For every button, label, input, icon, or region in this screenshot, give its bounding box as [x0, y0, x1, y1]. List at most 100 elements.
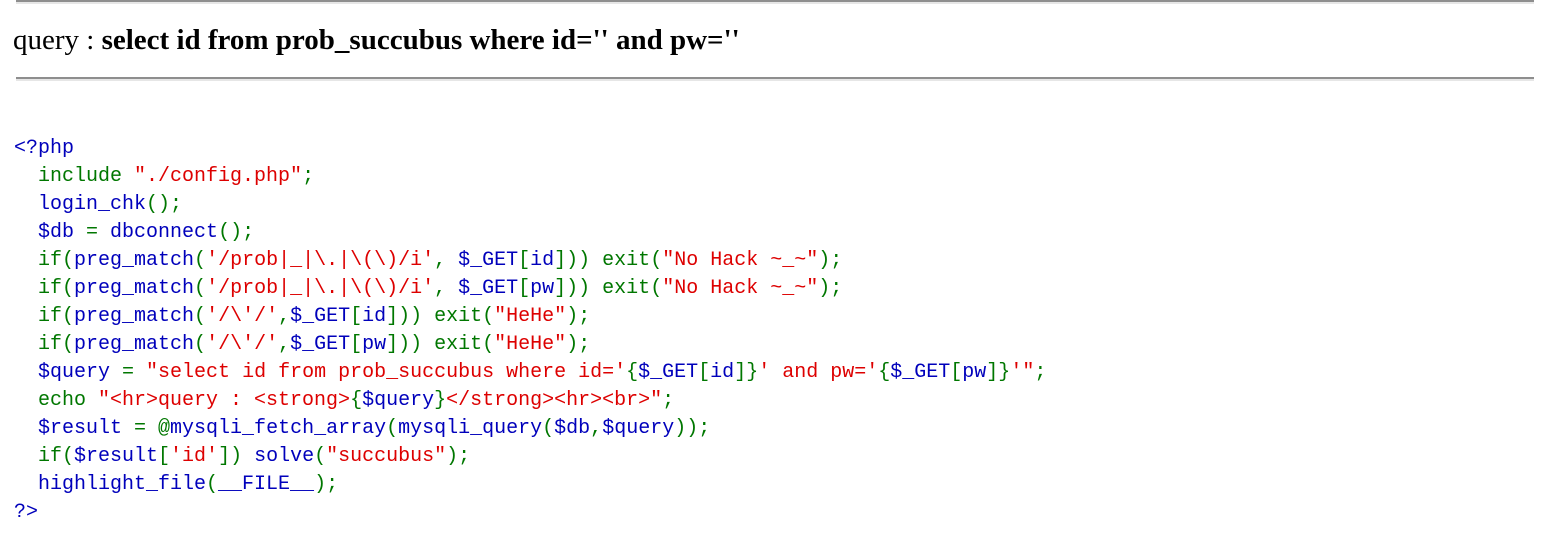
code-token: ( — [194, 249, 207, 272]
code-token: dbconnect — [110, 221, 219, 244]
code-token: ); — [314, 473, 339, 496]
code-token: ); — [566, 305, 591, 328]
query-label: query : — [13, 24, 102, 56]
code-token: include — [14, 165, 135, 188]
code-token: = — [86, 221, 111, 244]
code-token: __FILE__ — [218, 473, 315, 496]
code-line: if(preg_match('/prob|_|\.|\(\)/i', $_GET… — [14, 277, 842, 300]
code-token: $query — [362, 389, 435, 412]
code-token: "succubus" — [326, 445, 447, 468]
code-token: ( — [194, 277, 207, 300]
query-divider — [16, 77, 1534, 81]
code-token: ); — [818, 249, 843, 272]
code-token: , — [590, 417, 603, 440]
code-token: pw — [362, 333, 387, 356]
code-token: if( — [14, 249, 75, 272]
code-token: pw — [530, 277, 555, 300]
code-token: "No Hack ~_~" — [662, 249, 819, 272]
code-token: '" — [1010, 361, 1035, 384]
code-token: $_GET — [890, 361, 951, 384]
code-token: highlight_file — [14, 473, 207, 496]
code-token: ( — [314, 445, 327, 468]
code-token: { — [878, 361, 891, 384]
code-token: $result — [74, 445, 159, 468]
code-token: '/prob|_|\.|\(\)/i' — [206, 277, 435, 300]
code-line: $db = dbconnect(); — [14, 221, 254, 244]
code-token: "HeHe" — [494, 305, 567, 328]
code-token: login_chk — [14, 193, 147, 216]
code-token: ); — [446, 445, 471, 468]
code-token: ); — [566, 333, 591, 356]
code-token: ); — [818, 277, 843, 300]
code-token: (); — [146, 193, 183, 216]
code-line: if($result['id']) solve("succubus"); — [14, 445, 470, 468]
code-token: preg_match — [74, 277, 195, 300]
code-token: ?> — [14, 501, 39, 524]
code-token: "./config.php" — [134, 165, 303, 188]
code-token: </strong><hr><br>" — [446, 389, 663, 412]
code-token: } — [434, 389, 447, 412]
code-token: $query — [14, 361, 123, 384]
code-token: ])) exit( — [386, 333, 495, 356]
code-token: $db — [14, 221, 87, 244]
code-token: mysqli_query — [398, 417, 543, 440]
code-token: '/prob|_|\.|\(\)/i' — [206, 249, 435, 272]
code-token: if( — [14, 333, 75, 356]
top-divider — [16, 0, 1534, 4]
code-token: if( — [14, 445, 75, 468]
code-token: if( — [14, 277, 75, 300]
code-token: preg_match — [74, 249, 195, 272]
code-token: $_GET — [458, 249, 519, 272]
code-token: echo — [14, 389, 99, 412]
code-token: ]} — [986, 361, 1011, 384]
code-token: { — [350, 389, 363, 412]
code-token: $_GET — [458, 277, 519, 300]
code-token: [ — [518, 249, 531, 272]
code-line: $result = @mysqli_fetch_array(mysqli_que… — [14, 417, 710, 440]
code-token: $result — [14, 417, 135, 440]
code-token: ( — [206, 473, 219, 496]
code-token: <?php — [14, 137, 75, 160]
code-token: "select id from prob_succubus where id=' — [146, 361, 627, 384]
code-token: id — [710, 361, 735, 384]
code-token: ])) exit( — [554, 277, 663, 300]
code-line: highlight_file(__FILE__); — [14, 473, 338, 496]
code-token: ]} — [734, 361, 759, 384]
code-token: = — [122, 361, 147, 384]
query-line: query : select id from prob_succubus whe… — [13, 24, 1534, 57]
code-token: [ — [698, 361, 711, 384]
code-token: (); — [218, 221, 255, 244]
query-text: select id from prob_succubus where id=''… — [101, 24, 740, 56]
code-token: ])) exit( — [386, 305, 495, 328]
code-token: )); — [674, 417, 711, 440]
code-line: include "./config.php"; — [14, 165, 314, 188]
code-token: ( — [386, 417, 399, 440]
code-token: ])) exit( — [554, 249, 663, 272]
code-token: '/\'/' — [206, 333, 279, 356]
code-token: id — [530, 249, 555, 272]
code-token: if( — [14, 305, 75, 328]
code-token: [ — [350, 305, 363, 328]
code-token: ]) — [218, 445, 255, 468]
code-token: id — [362, 305, 387, 328]
code-line: <?php — [14, 137, 74, 160]
code-token: ( — [542, 417, 555, 440]
code-token: ; — [662, 389, 675, 412]
code-token: 'id' — [170, 445, 219, 468]
code-token: , — [278, 333, 291, 356]
code-token: $_GET — [290, 305, 351, 328]
code-token: ' and pw=' — [758, 361, 879, 384]
code-token: mysqli_fetch_array — [170, 417, 387, 440]
code-token: $_GET — [290, 333, 351, 356]
code-token: ( — [194, 333, 207, 356]
code-token: , — [434, 249, 459, 272]
code-token: , — [278, 305, 291, 328]
code-line: echo "<hr>query : <strong>{$query}</stro… — [14, 389, 674, 412]
code-token: [ — [350, 333, 363, 356]
code-line: ?> — [14, 501, 38, 524]
code-token: [ — [158, 445, 171, 468]
code-token: $db — [554, 417, 591, 440]
code-token: [ — [518, 277, 531, 300]
code-token: { — [626, 361, 639, 384]
